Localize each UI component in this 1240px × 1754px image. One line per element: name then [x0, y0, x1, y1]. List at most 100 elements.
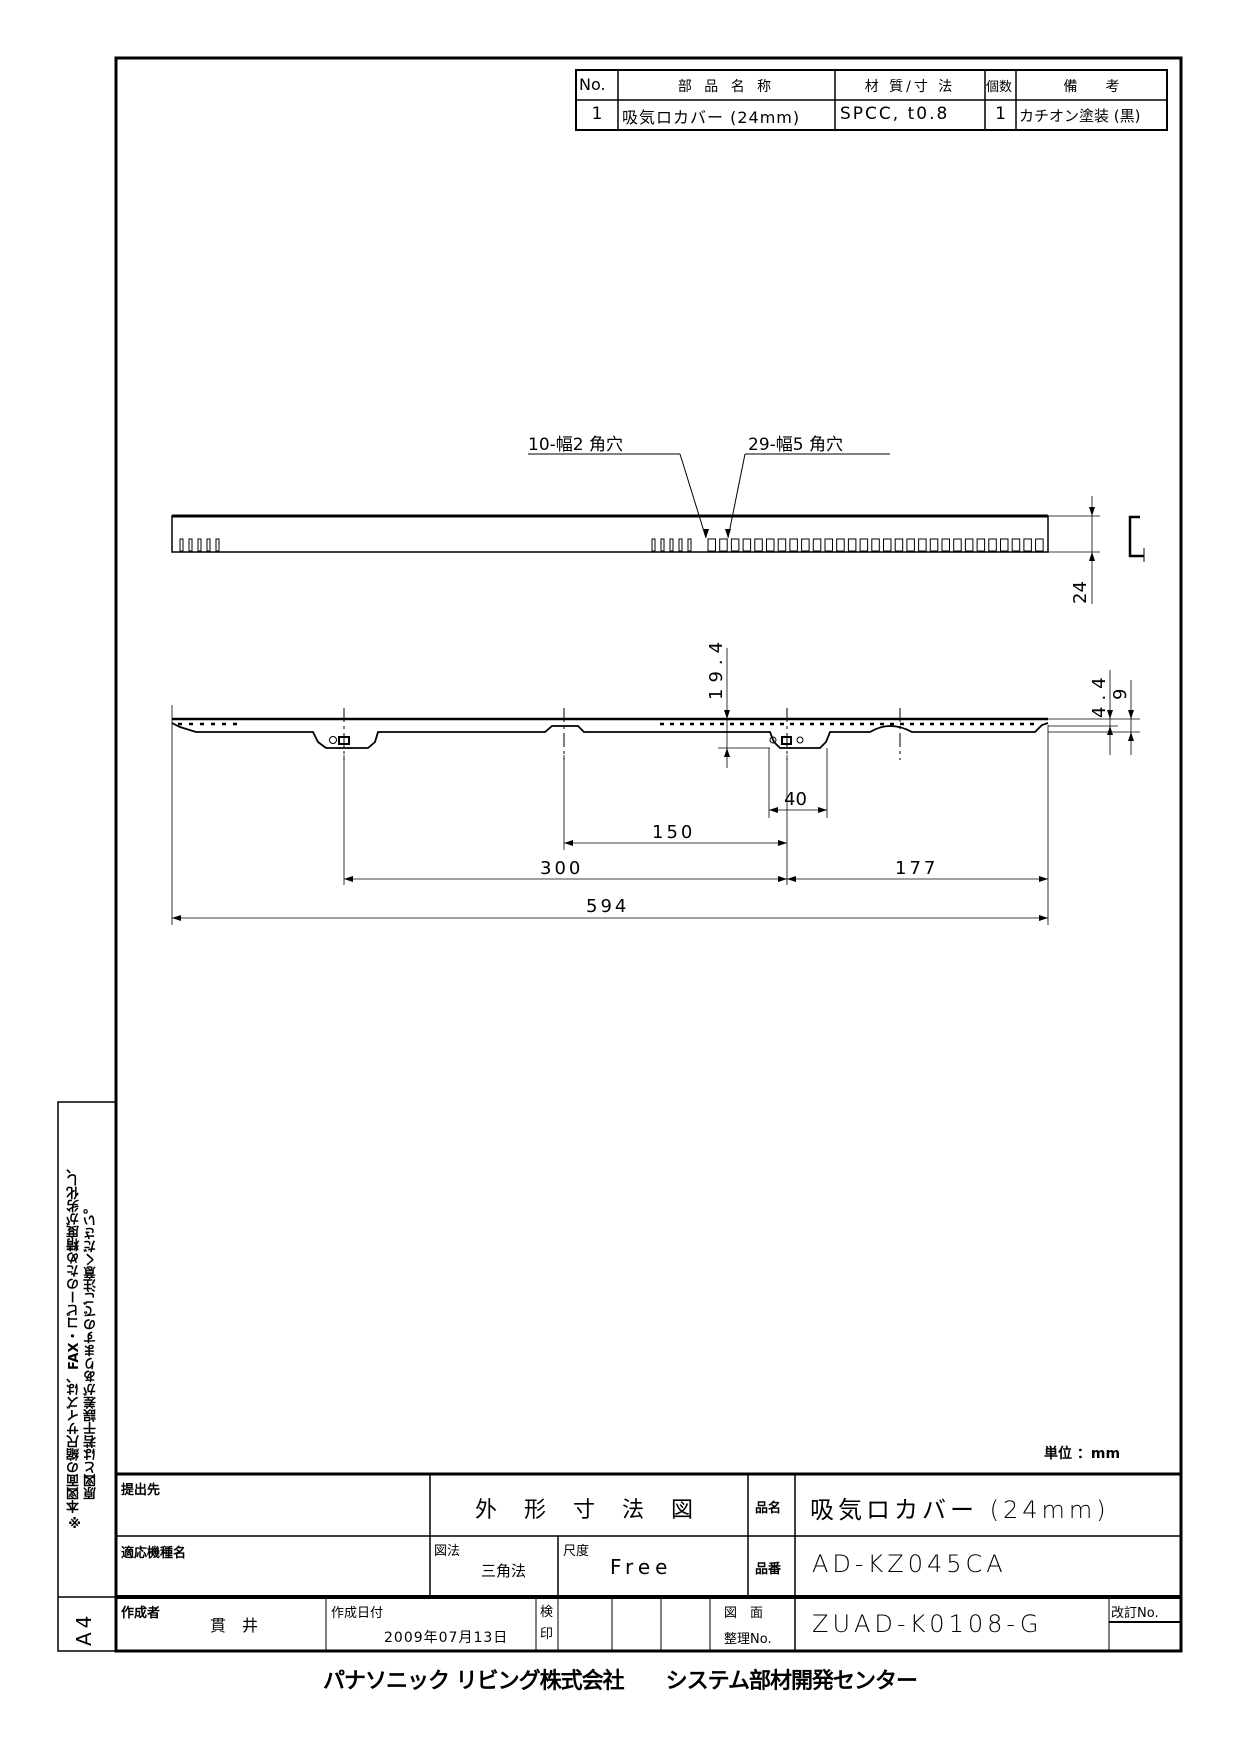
top-view — [171, 453, 1145, 604]
sheet-border — [114, 56, 1183, 1653]
dimension-arrow — [1107, 710, 1113, 719]
parts-row-remarks: カチオン塗装 (黒) — [1019, 107, 1141, 125]
scale-label: 尺度 — [563, 1544, 590, 1559]
slot-wide — [918, 538, 927, 552]
slot-wide — [953, 538, 962, 552]
slot-wide — [929, 538, 939, 552]
parts-header-name: 部 品 名 称 — [677, 79, 776, 95]
side-note: ※本図面の縮尺サイズは、FAX・コピーのため精度が劣化し、 原図とは若干誤差があ… — [66, 1108, 100, 1528]
company-name: パナソニック リビング株式会社 システム部材開発センター — [322, 1669, 918, 1694]
slot-wide — [1011, 538, 1021, 552]
dimension-arrow — [1039, 876, 1048, 882]
slot-narrow — [197, 538, 202, 552]
parts-row-material: SPCC, t0.8 — [840, 104, 950, 124]
author-label: 作成者 — [121, 1606, 161, 1621]
slot-narrow — [215, 538, 220, 552]
dimension-arrow — [1107, 726, 1113, 735]
slot-wide — [789, 538, 798, 552]
dimension-arrow — [724, 748, 730, 757]
slot-wide — [941, 538, 950, 552]
dim-594: 594 — [586, 896, 629, 917]
slot-wide — [906, 538, 915, 552]
slot-wide — [894, 538, 904, 552]
scale: Free — [610, 1555, 673, 1579]
parts-row-qty: 1 — [995, 104, 1006, 124]
dimension-arrow — [172, 915, 181, 921]
slot-wide — [824, 538, 833, 552]
slot-wide — [1023, 538, 1032, 552]
slot-wide — [859, 538, 869, 552]
parts-header-material: 材 質/寸 法 — [864, 79, 956, 95]
callout-slot-w2: 10-幅2 角穴 — [528, 435, 623, 455]
dimension-arrow — [1089, 507, 1095, 516]
projection-label: 図法 — [434, 1544, 461, 1559]
title-block — [116, 1472, 1181, 1651]
dim-4-4: 4.4 — [1089, 671, 1110, 718]
front-view — [171, 507, 1140, 925]
dimension-arrow — [1128, 710, 1134, 719]
parts-table — [575, 69, 1168, 131]
slot-wide — [742, 538, 752, 552]
part-no: AD-KZ045CA — [812, 1550, 1007, 1578]
slot-narrow — [651, 538, 656, 552]
part-no-label: 品番 — [755, 1562, 782, 1577]
slot-wide — [707, 538, 716, 552]
dimension-arrow — [703, 529, 709, 538]
slot-narrow — [678, 538, 683, 552]
side-note-line2: 原図とは若干誤差がありますのでご注意ください。 — [84, 1201, 99, 1500]
dim-177: 177 — [895, 858, 938, 879]
callout-slot-w5: 29-幅5 角穴 — [748, 435, 843, 455]
dimension-arrow — [769, 807, 778, 813]
parts-row-no: 1 — [591, 104, 603, 124]
drawing-no: ZUAD-K0108-G — [812, 1610, 1043, 1638]
dimension-arrow — [725, 529, 731, 538]
dim-19-4: 19.4 — [706, 636, 727, 700]
slot-wide — [1000, 538, 1009, 552]
slot-wide — [883, 538, 892, 552]
slot-wide — [836, 538, 845, 552]
side-note-line1: ※本図面の縮尺サイズは、FAX・コピーのため精度が劣化し、 — [67, 1160, 82, 1528]
slot-narrow — [179, 538, 184, 552]
slot-narrow — [687, 538, 692, 552]
slot-wide — [871, 538, 880, 552]
slot-wide — [754, 538, 763, 552]
submit-to-label: 提出先 — [121, 1483, 161, 1498]
slot-wide — [988, 538, 997, 552]
slot-wide — [777, 538, 787, 552]
slot-wide — [801, 538, 810, 552]
dimension-arrow — [818, 807, 827, 813]
dim-9: 9 — [1110, 689, 1131, 700]
dimension-arrow — [787, 876, 796, 882]
inspect-label: 検印 — [540, 1605, 554, 1642]
dim-150: 150 — [652, 822, 695, 843]
slot-narrow — [206, 538, 211, 552]
unit-note: 単位 ：mm — [1044, 1446, 1121, 1462]
slot-wide — [730, 538, 740, 552]
slot-wide — [719, 538, 728, 552]
dim-300: 300 — [540, 858, 583, 879]
product-name-label: 品名 — [755, 1501, 782, 1516]
parts-header-no: No. — [579, 75, 606, 94]
dim-height: 24 — [1070, 581, 1091, 604]
date: 2009年07月13日 — [384, 1630, 509, 1646]
drawing-no-label-2: 整理No. — [724, 1632, 772, 1647]
slot-wide — [847, 538, 857, 552]
dimension-arrow — [778, 840, 787, 846]
dimension-arrow — [344, 876, 353, 882]
projection: 三角法 — [481, 1562, 527, 1580]
parts-row-name: 吸気ロカバー (24mm) — [622, 108, 801, 127]
dimension-arrow — [778, 876, 787, 882]
revision-label: 改訂No. — [1111, 1606, 1159, 1621]
slot-wide — [1035, 538, 1044, 552]
dimension-arrow — [1128, 732, 1134, 741]
parts-header-remarks: 備 考 — [1063, 79, 1120, 95]
parts-header-qty: 個数 — [986, 80, 1013, 95]
slot-narrow — [669, 538, 674, 552]
slot-narrow — [188, 538, 193, 552]
slot-wide — [812, 538, 822, 552]
dim-40: 40 — [784, 789, 807, 810]
date-label: 作成日付 — [331, 1606, 384, 1621]
dimension-arrow — [1039, 915, 1048, 921]
slot-wide — [766, 538, 775, 552]
